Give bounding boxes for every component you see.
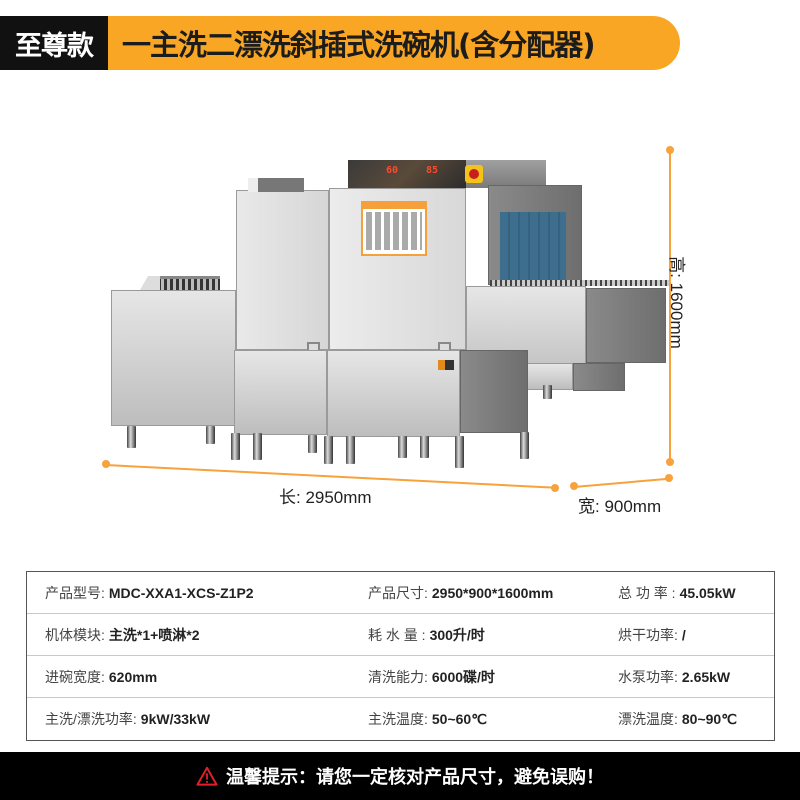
exit-section-side [586, 288, 666, 363]
entry-rack-rollers [158, 276, 220, 290]
exit-window [500, 212, 566, 284]
spec-wash-rinse-power: 主洗/漂洗功率:9kW/33kW [45, 711, 211, 727]
lower-cabinet-right [327, 350, 460, 437]
dim-dot [666, 458, 674, 466]
leg [398, 436, 407, 458]
leg [308, 435, 317, 453]
leg [520, 432, 529, 459]
exit-tray-side [573, 363, 625, 391]
top-vent [248, 178, 304, 192]
spec-model: 产品型号:MDC-XXA1-XCS-Z1P2 [45, 584, 254, 601]
leg [127, 426, 136, 448]
lower-side [460, 350, 528, 433]
dim-dot [665, 474, 673, 482]
warning-triangle-icon [196, 766, 218, 786]
leg [420, 436, 429, 458]
spec-rinse-temp: 漂洗温度:80~90℃ [618, 710, 737, 728]
temp-display-right: 85 [426, 165, 439, 176]
spec-inlet-width: 进碗宽度:620mm [45, 668, 158, 685]
leg [455, 436, 464, 468]
lower-cabinet-left [234, 350, 327, 435]
product-title: 一主洗二漂洗斜插式洗碗机(含分配器) [108, 16, 680, 70]
spec-row: 产品型号:MDC-XXA1-XCS-Z1P2 产品尺寸:2950*900*160… [27, 572, 774, 614]
warning-footer: 温馨提示：请您一定核对产品尺寸，避免误购！ [0, 752, 800, 800]
spec-drying-power: 烘干功率:/ [618, 626, 686, 643]
dim-dot [551, 484, 559, 492]
product-image: 60 85 高: 1600mm 长: 2950mm 宽: 900mm [0, 80, 800, 560]
leg [206, 426, 215, 444]
spec-size: 产品尺寸:2950*900*1600mm [368, 584, 554, 601]
control-panel: 60 85 [348, 160, 466, 188]
spec-row: 进碗宽度:620mm 清洗能力:6000碟/时 水泵功率:2.65kW [27, 656, 774, 698]
height-label: 高: 1600mm [666, 256, 686, 349]
length-label: 长: 2950mm [279, 488, 372, 507]
edition-badge: 至尊款 [0, 16, 108, 70]
spec-row: 主洗/漂洗功率:9kW/33kW 主洗温度:50~60℃ 漂洗温度:80~90℃ [27, 698, 774, 740]
width-dimension-line [574, 477, 666, 488]
emergency-stop-icon [465, 165, 483, 183]
width-label: 宽: 900mm [578, 497, 662, 516]
main-wash-door [236, 190, 329, 350]
spec-modules: 机体模块:主洗*1+喷淋*2 [45, 626, 200, 643]
temp-display-left: 60 [386, 165, 399, 176]
spec-pump-power: 水泵功率:2.65kW [618, 668, 731, 685]
leg [543, 385, 552, 399]
leg [324, 436, 333, 464]
spec-row: 机体模块:主洗*1+喷淋*2 耗 水 量 :300升/时 烘干功率:/ [27, 614, 774, 656]
exit-rollers [490, 280, 670, 286]
spec-water-usage: 耗 水 量 :300升/时 [368, 626, 485, 643]
instruction-sticker [361, 201, 427, 256]
leg [346, 436, 355, 464]
title-banner: 至尊款 一主洗二漂洗斜插式洗碗机(含分配器) [0, 16, 680, 70]
spec-table: 产品型号:MDC-XXA1-XCS-Z1P2 产品尺寸:2950*900*160… [26, 571, 775, 741]
spec-wash-temp: 主洗温度:50~60℃ [368, 710, 487, 728]
spec-total-power: 总 功 率 :45.05kW [618, 584, 736, 601]
spec-capacity: 清洗能力:6000碟/时 [368, 668, 495, 685]
leg [253, 433, 262, 460]
leg [231, 433, 240, 460]
power-indicator-icon [438, 360, 454, 370]
entry-ramp [140, 276, 160, 290]
entry-section [111, 290, 236, 426]
height-dimension-line [669, 150, 671, 462]
warning-text: 温馨提示：请您一定核对产品尺寸，避免误购！ [226, 767, 604, 788]
